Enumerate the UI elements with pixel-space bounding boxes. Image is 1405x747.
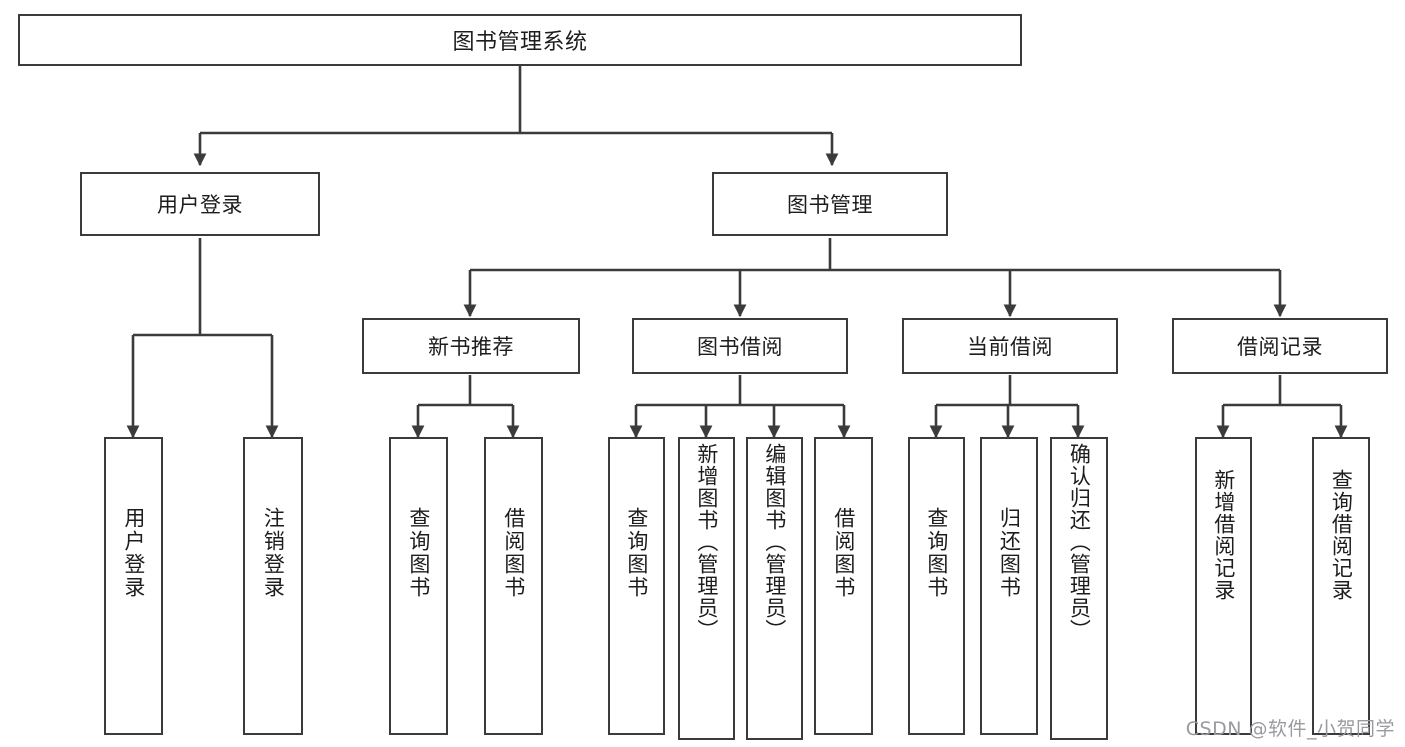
node-current-borrow[interactable]: 当前借阅: [902, 318, 1118, 374]
node-label: 新增图书（管理员）: [694, 443, 719, 641]
leaf-user-login[interactable]: 用户登录: [104, 437, 163, 735]
node-book-borrow[interactable]: 图书借阅: [632, 318, 848, 374]
node-label: 编辑图书（管理员）: [762, 443, 787, 641]
node-label: 归还图书: [997, 507, 1022, 599]
node-label: 确认归还（管理员）: [1067, 443, 1092, 641]
node-user-login[interactable]: 用户登录: [80, 172, 320, 236]
node-borrow-record[interactable]: 借阅记录: [1172, 318, 1388, 374]
leaf-recommend-query-book[interactable]: 查询图书: [389, 437, 448, 735]
node-label: 当前借阅: [967, 335, 1053, 359]
leaf-borrow-query-book[interactable]: 查询图书: [608, 437, 665, 735]
leaf-recommend-borrow-book[interactable]: 借阅图书: [484, 437, 543, 735]
node-label: 查询图书: [406, 507, 431, 599]
leaf-borrow-borrow-book[interactable]: 借阅图书: [814, 437, 873, 735]
node-label: 新增借阅记录: [1211, 469, 1236, 601]
node-new-book-recommend[interactable]: 新书推荐: [362, 318, 580, 374]
leaf-borrow-add-book-admin[interactable]: 新增图书（管理员）: [678, 437, 735, 740]
leaf-current-query-book[interactable]: 查询图书: [908, 437, 965, 735]
node-label: 用户登录: [157, 193, 243, 217]
node-label: 查询图书: [624, 507, 649, 599]
node-label: 用户登录: [121, 507, 146, 599]
leaf-record-query-borrow-record[interactable]: 查询借阅记录: [1312, 437, 1370, 735]
node-label: 图书管理系统: [452, 30, 588, 55]
node-book-manage[interactable]: 图书管理: [712, 172, 948, 236]
node-label: 借阅图书: [831, 507, 856, 599]
node-label: 借阅图书: [501, 507, 526, 599]
leaf-current-confirm-return-admin[interactable]: 确认归还（管理员）: [1050, 437, 1108, 740]
node-label: 图书借阅: [697, 335, 783, 359]
node-label: 查询借阅记录: [1329, 469, 1354, 601]
node-label: 查询图书: [924, 507, 949, 599]
node-label: 借阅记录: [1237, 335, 1323, 359]
leaf-current-return-book[interactable]: 归还图书: [980, 437, 1038, 735]
leaf-borrow-edit-book-admin[interactable]: 编辑图书（管理员）: [746, 437, 803, 740]
watermark: CSDN @软件_小贺同学: [1185, 718, 1395, 740]
leaf-record-add-borrow-record[interactable]: 新增借阅记录: [1195, 437, 1252, 735]
node-label: 图书管理: [787, 193, 873, 217]
node-root[interactable]: 图书管理系统: [18, 14, 1022, 66]
node-label: 注销登录: [261, 507, 286, 599]
leaf-logout[interactable]: 注销登录: [243, 437, 303, 735]
node-label: 新书推荐: [428, 335, 514, 359]
